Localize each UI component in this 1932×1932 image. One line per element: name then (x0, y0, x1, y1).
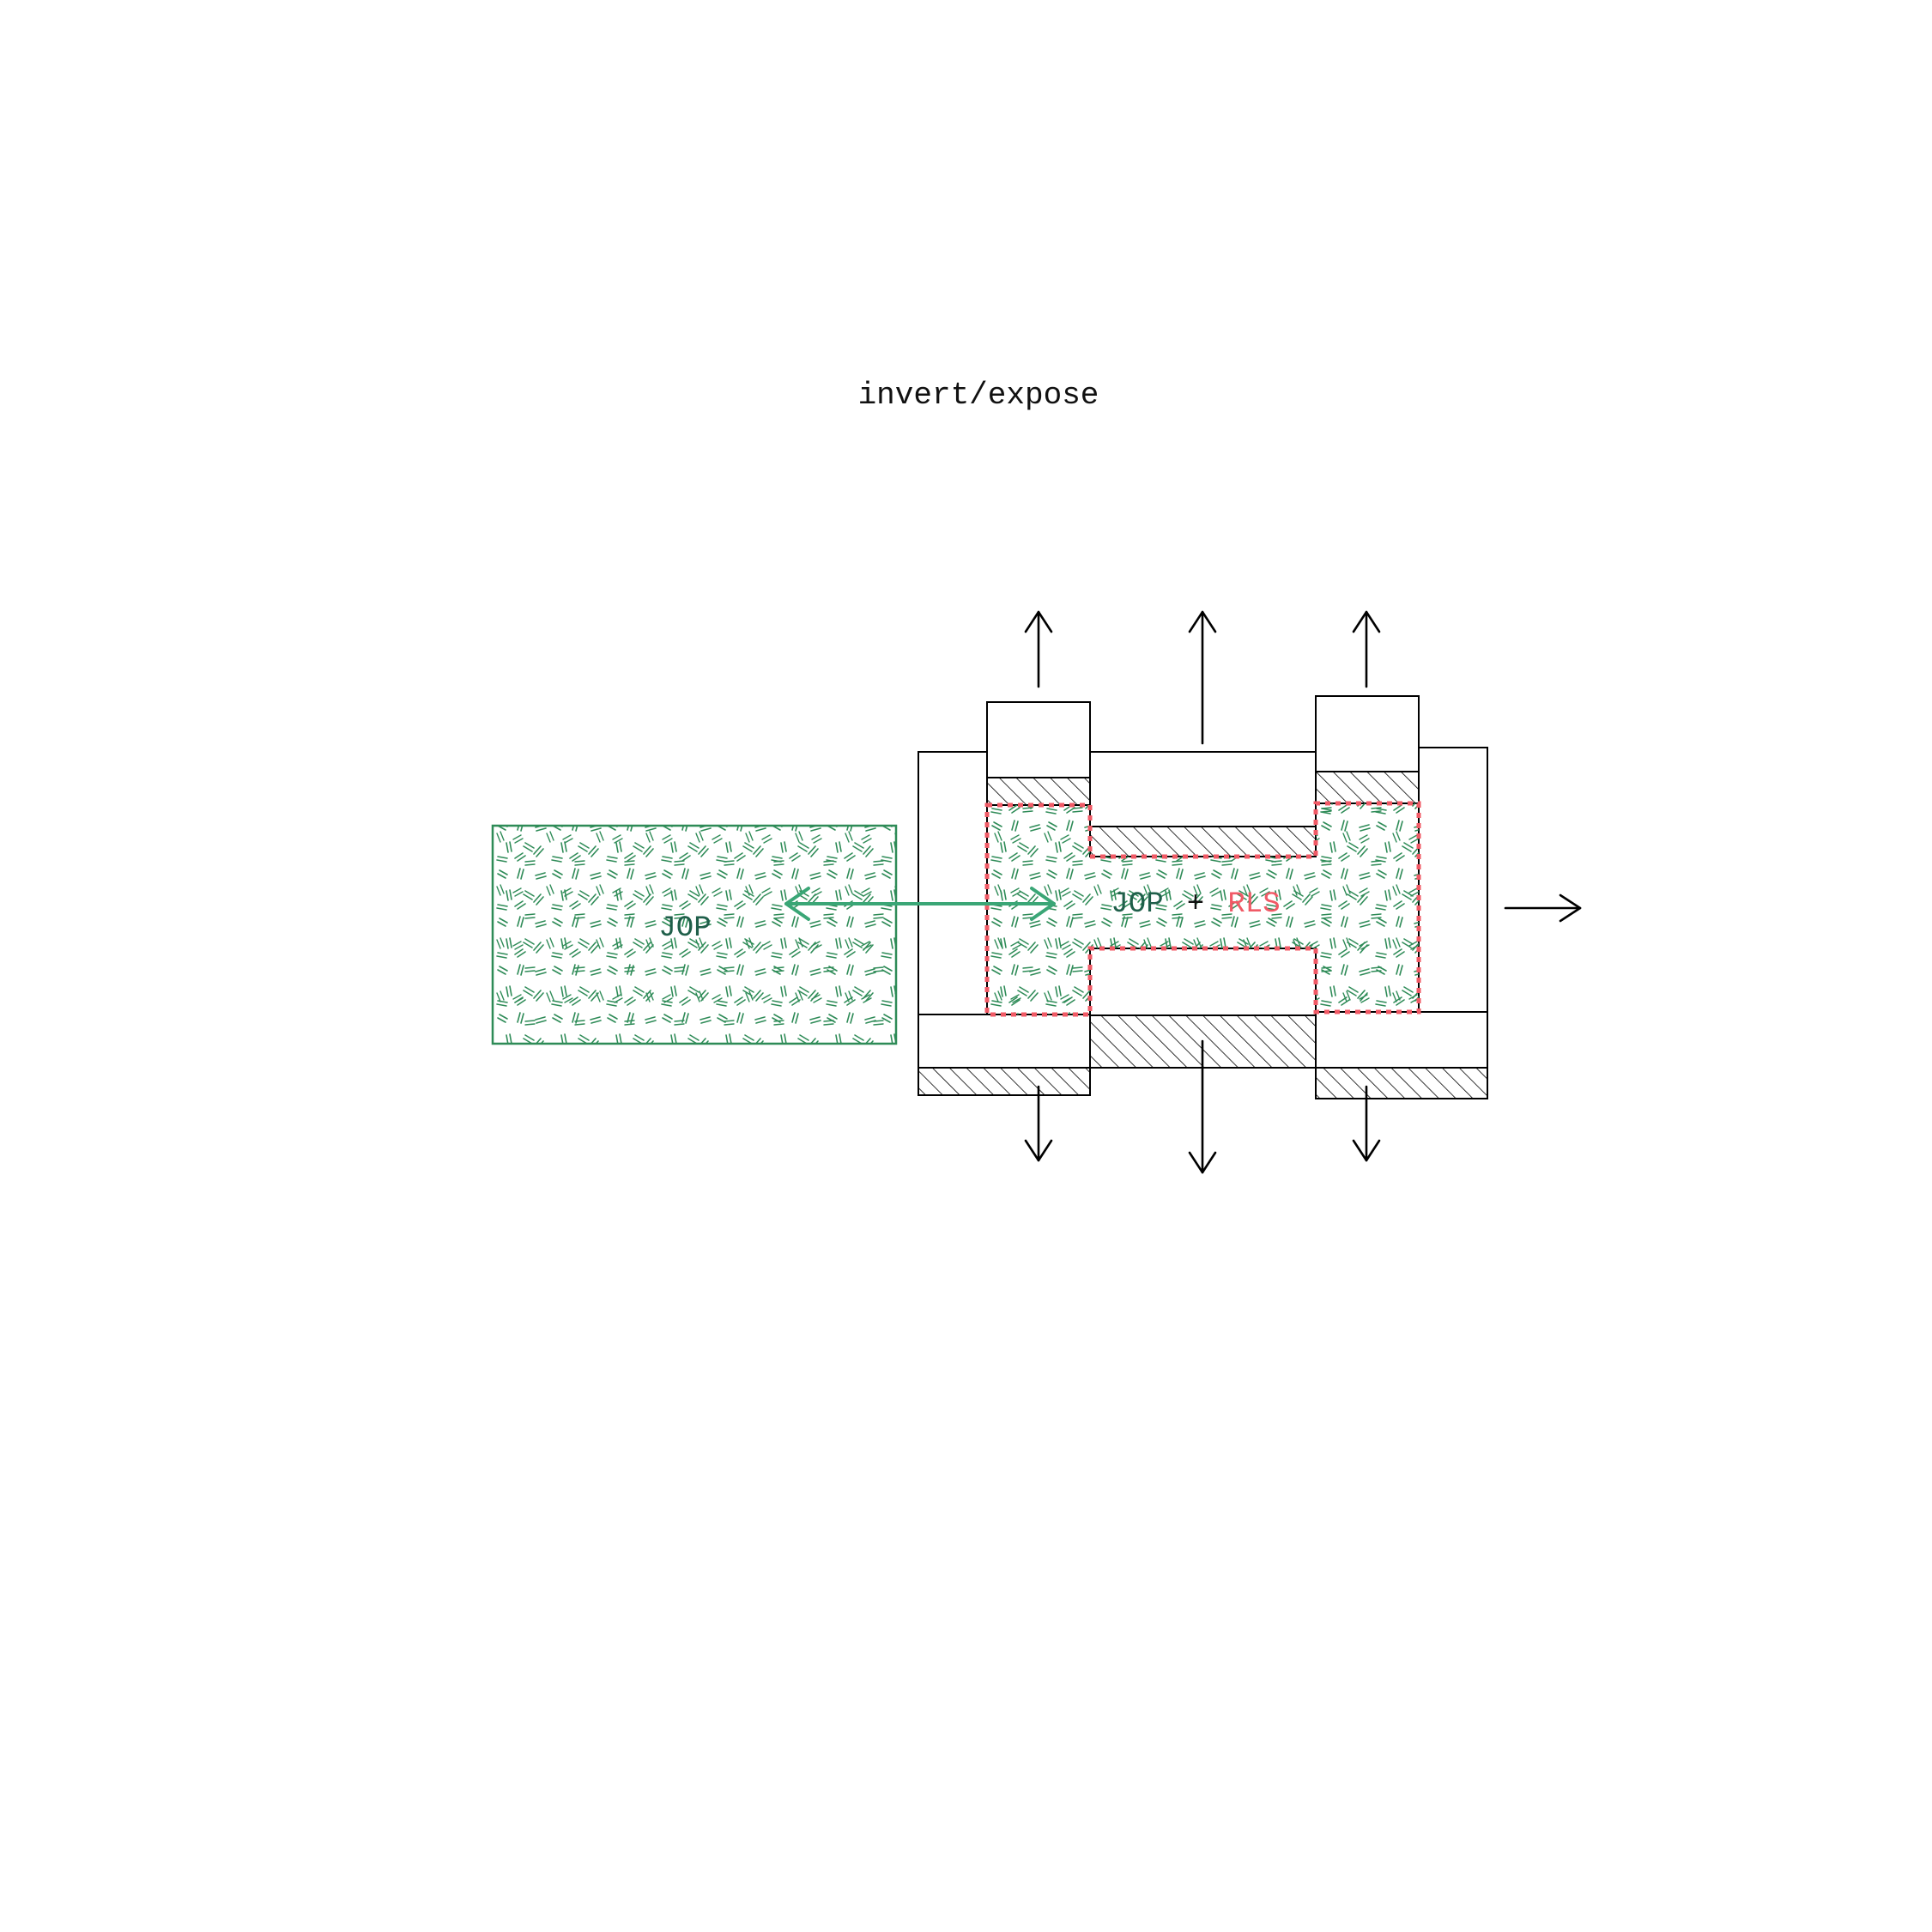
top-right-cap (1315, 695, 1420, 772)
top-middle-hatch (1089, 826, 1317, 857)
bottom-left-hatch (918, 1067, 1091, 1096)
left-outer-wall (918, 751, 988, 1015)
top-right-hatch (1315, 771, 1420, 804)
rls-dotted-outline (984, 801, 1421, 1017)
diagram-title: invert/expose (858, 378, 1099, 413)
bottom-right-hatch (1315, 1067, 1488, 1099)
arrow-down-left-icon (1024, 1085, 1053, 1162)
jop-block-label: JOP (658, 912, 711, 945)
device-structure (918, 695, 1488, 1099)
flow-arrows (1024, 610, 1582, 1174)
combined-label-plus: + (1187, 888, 1204, 921)
bottom-right-foot (1315, 1011, 1488, 1069)
arrow-right-icon (1504, 893, 1582, 923)
top-middle-block (1089, 751, 1317, 827)
arrow-down-middle-icon (1188, 1039, 1217, 1174)
top-left-hatch (986, 777, 1091, 806)
arrow-up-right-icon (1352, 610, 1381, 688)
jop-rls-region: JOP + RLS (984, 801, 1421, 1017)
bottom-middle-block (1089, 948, 1317, 1016)
arrow-up-left-icon (1024, 610, 1053, 688)
top-left-cap (986, 701, 1091, 778)
right-outer-wall (1418, 747, 1488, 1014)
arrow-down-right-icon (1352, 1085, 1381, 1162)
arrow-up-middle-icon (1188, 610, 1217, 745)
jop-block: JOP (491, 824, 898, 1045)
bottom-left-foot (918, 1014, 1091, 1069)
exchange-double-arrow-icon (784, 887, 1056, 921)
combined-label-rls: RLS (1227, 888, 1280, 921)
jop-block-outline (491, 824, 898, 1045)
combined-label-jop: JOP (1111, 888, 1163, 921)
